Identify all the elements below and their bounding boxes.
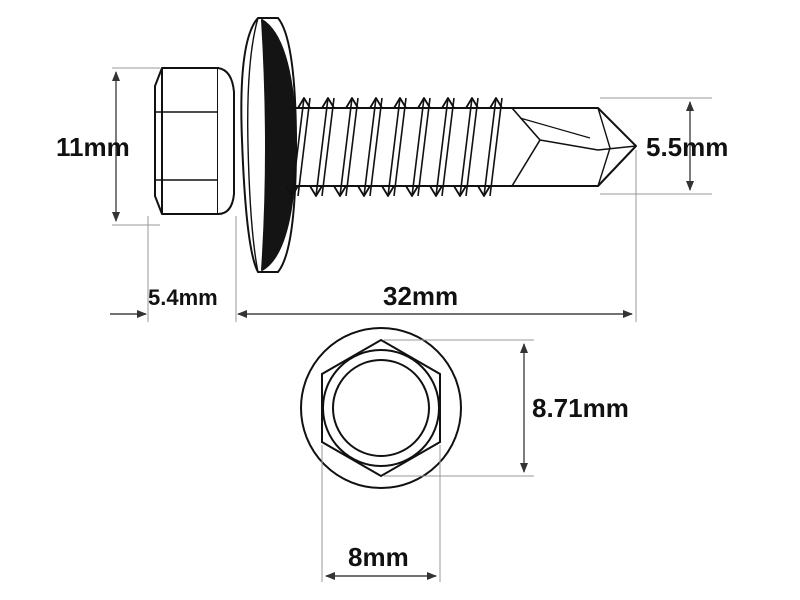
- hex-outline: [321, 338, 441, 478]
- screw-side-view: [154, 17, 637, 273]
- hex-across-flats-label: 8mm: [348, 542, 409, 572]
- screw-top-view: [300, 327, 462, 489]
- drill-point: [511, 107, 637, 187]
- head-height-label: 11mm: [56, 132, 130, 162]
- top-dimension-lines: [325, 343, 528, 580]
- screw-length-label: 32mm: [383, 281, 458, 311]
- top-extension-lines: [321, 339, 534, 582]
- threaded-shank: [285, 97, 512, 197]
- bonded-washer: [240, 17, 297, 273]
- hex-across-corners-label: 8.71mm: [532, 393, 629, 423]
- flange-circle: [322, 349, 440, 467]
- side-extension-lines: [112, 67, 712, 322]
- side-dimension-lines: [110, 71, 694, 318]
- inner-circle: [332, 359, 430, 457]
- head-thickness-label: 5.4mm: [148, 285, 218, 310]
- tip-diameter-label: 5.5mm: [646, 132, 728, 162]
- hex-head: [154, 67, 235, 215]
- thread-flanks: [291, 97, 503, 197]
